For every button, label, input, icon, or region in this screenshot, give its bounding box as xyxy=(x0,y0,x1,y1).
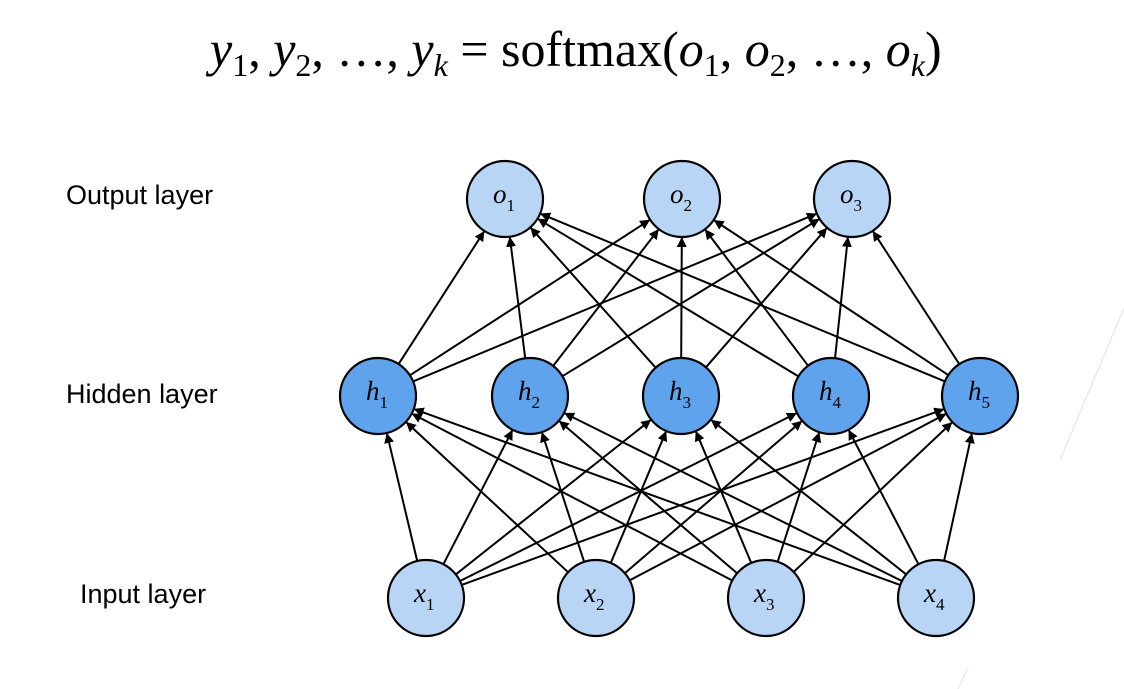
edge-input-4-hidden-3 xyxy=(710,419,907,576)
output-node-label: o1 xyxy=(493,179,515,215)
edge-input-3-hidden-2 xyxy=(558,420,738,575)
edge-input-2-hidden-3 xyxy=(609,431,667,564)
edge-input-3-hidden-1 xyxy=(411,413,733,582)
edge-input-4-hidden-5 xyxy=(943,433,975,562)
hidden-node-2: h2 xyxy=(490,356,570,436)
output-node-1: o1 xyxy=(465,159,545,239)
softmax-formula: y1, y2, …, yk = softmax(o1, o2, …, ok) xyxy=(205,21,942,87)
hidden-node-5: h5 xyxy=(940,356,1020,436)
input-node-circle xyxy=(556,558,636,638)
input-node-circle xyxy=(386,558,466,638)
edge-input-1-hidden-1 xyxy=(384,432,419,562)
input-node-circle xyxy=(726,558,806,638)
edges-group xyxy=(384,212,975,587)
input-node-1: x1 xyxy=(386,558,466,638)
edge-hidden-5-output-2 xyxy=(713,219,949,376)
edge-hidden-1-output-3 xyxy=(412,212,817,383)
edge-input-2-hidden-4 xyxy=(624,420,803,574)
input-layer-label: Input layer xyxy=(80,579,206,609)
edge-input-2-hidden-2 xyxy=(540,432,586,563)
output-node-label: o3 xyxy=(840,179,862,215)
edge-input-3-hidden-4 xyxy=(776,432,822,563)
edge-hidden-4-output-2 xyxy=(704,229,809,367)
input-node-label: x1 xyxy=(413,578,434,614)
hidden-node-label: h5 xyxy=(968,376,990,412)
hidden-node-label: h4 xyxy=(819,376,842,412)
hidden-node-label: h2 xyxy=(518,376,540,412)
edge-input-1-hidden-3 xyxy=(455,419,652,576)
input-node-label: x2 xyxy=(583,578,604,614)
hidden-node-circle xyxy=(338,356,418,436)
edge-hidden-2-output-1 xyxy=(506,236,527,359)
nodes-group: o1 o2 o3 h1 h2 h3 h4 h5 x1 x2 x3 x4 xyxy=(338,159,1020,638)
edge-hidden-2-output-2 xyxy=(552,229,659,367)
edge-input-2-hidden-5 xyxy=(629,413,947,582)
edge-hidden-1-output-1 xyxy=(397,230,485,365)
input-node-4: x4 xyxy=(896,558,976,638)
input-node-label: x4 xyxy=(923,578,945,614)
edge-hidden-2-output-3 xyxy=(561,218,820,378)
edge-input-4-hidden-4 xyxy=(848,429,920,565)
hidden-layer-label: Hidden layer xyxy=(66,379,218,409)
edge-input-1-hidden-4 xyxy=(459,412,797,582)
output-node-circle xyxy=(465,159,545,239)
output-node-3: o3 xyxy=(812,159,892,239)
input-node-circle xyxy=(896,558,976,638)
output-node-label: o2 xyxy=(670,179,692,215)
hidden-node-1: h1 xyxy=(338,356,418,436)
output-layer-label: Output layer xyxy=(66,180,213,210)
input-node-3: x3 xyxy=(726,558,806,638)
edge-hidden-3-output-2 xyxy=(676,236,687,359)
hidden-node-4: h4 xyxy=(791,356,871,436)
hidden-node-circle xyxy=(940,356,1020,436)
output-node-2: o2 xyxy=(642,159,722,239)
hidden-node-circle xyxy=(641,356,721,436)
input-node-2: x2 xyxy=(556,558,636,638)
edge-input-2-hidden-1 xyxy=(405,421,569,573)
edge-input-3-hidden-5 xyxy=(792,422,953,573)
output-node-circle xyxy=(812,159,892,239)
decorative-line xyxy=(957,667,969,689)
edge-hidden-5-output-1 xyxy=(540,212,946,383)
output-node-circle xyxy=(642,159,722,239)
edge-hidden-1-output-2 xyxy=(409,219,651,377)
hidden-node-label: h3 xyxy=(669,376,691,412)
edge-input-3-hidden-3 xyxy=(695,431,753,564)
hidden-node-3: h3 xyxy=(641,356,721,436)
hidden-node-circle xyxy=(791,356,871,436)
edge-hidden-4-output-1 xyxy=(537,218,799,378)
edge-hidden-5-output-3 xyxy=(872,230,961,365)
decorative-line xyxy=(1059,307,1124,461)
input-node-label: x3 xyxy=(753,578,774,614)
edge-input-1-hidden-5 xyxy=(461,407,945,586)
edge-hidden-4-output-3 xyxy=(834,236,852,359)
hidden-node-label: h1 xyxy=(366,376,388,412)
edge-hidden-3-output-3 xyxy=(705,227,828,368)
edge-input-4-hidden-1 xyxy=(413,407,901,587)
edge-hidden-3-output-1 xyxy=(530,227,657,369)
hidden-node-circle xyxy=(490,356,570,436)
edge-input-4-hidden-2 xyxy=(564,412,903,582)
edge-input-1-hidden-2 xyxy=(442,429,514,565)
